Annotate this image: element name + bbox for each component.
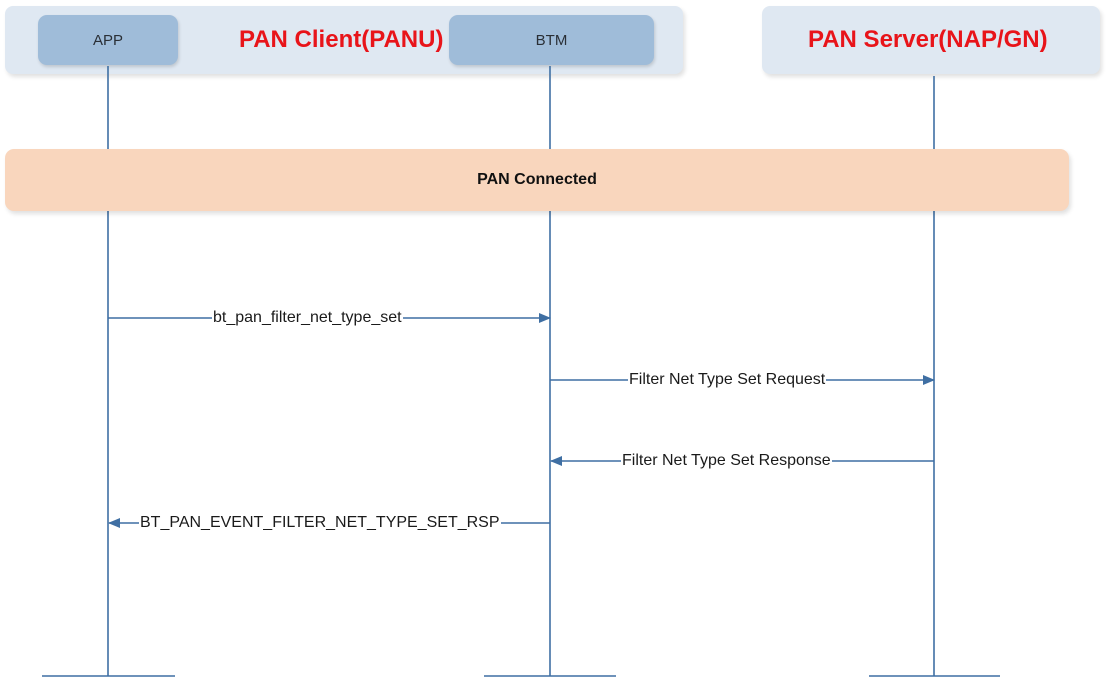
message-label-filter-event: BT_PAN_EVENT_FILTER_NET_TYPE_SET_RSP bbox=[139, 514, 501, 532]
server-group-box bbox=[762, 6, 1100, 74]
pan-connected-banner: PAN Connected bbox=[5, 149, 1069, 211]
message-label-filter-request: Filter Net Type Set Request bbox=[628, 371, 827, 389]
message-label-filter-set: bt_pan_filter_net_type_set bbox=[212, 309, 403, 327]
message-label-filter-response: Filter Net Type Set Response bbox=[621, 452, 832, 470]
client-group-title: PAN Client(PANU) bbox=[239, 26, 444, 53]
participant-btm: BTM bbox=[449, 15, 654, 65]
server-group-title: PAN Server(NAP/GN) bbox=[808, 26, 1048, 53]
participant-app: APP bbox=[38, 15, 178, 65]
